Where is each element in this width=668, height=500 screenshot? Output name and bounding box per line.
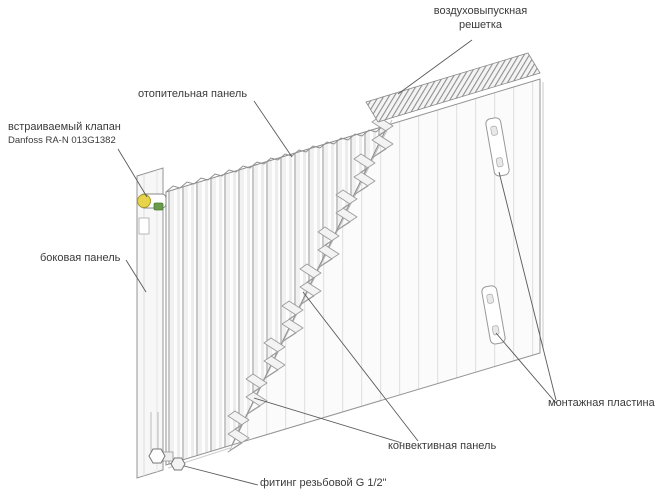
label-heating-panel: отопительная панель <box>138 88 248 100</box>
label-air-grille: воздуховыпускная решетка <box>408 5 553 33</box>
label-mounting-plate: монтажная пластина <box>548 397 655 409</box>
label-valve: встраиваемый клапан Danfoss RA-N 013G138… <box>8 121 121 147</box>
built-in-valve <box>137 193 167 211</box>
label-side-panel: боковая панель <box>40 252 121 264</box>
leader-mounting-upper <box>498 171 557 401</box>
leader-convective-1 <box>302 291 419 442</box>
label-air-grille-line2: решетка <box>458 18 503 31</box>
panel-top-corrugation <box>165 125 391 193</box>
leader-valve <box>117 148 148 198</box>
leader-side-panel <box>125 259 147 293</box>
leader-convective-2 <box>253 397 403 444</box>
label-convective-panel: конвективная панель <box>388 440 497 452</box>
leader-heating-panel <box>253 100 293 158</box>
label-fitting: фитинг резьбовой G 1/2" <box>260 477 387 489</box>
leader-air-grille <box>397 39 473 95</box>
label-valve-line1: встраиваемый клапан <box>8 121 121 133</box>
front-heating-panel <box>165 124 389 466</box>
air-outlet-grille <box>365 52 541 123</box>
leader-fitting <box>183 465 259 486</box>
label-air-grille-line1: воздуховыпускная <box>433 5 528 17</box>
label-valve-line2: Danfoss RA-N 013G1382 <box>8 134 116 146</box>
side-panel <box>136 167 164 479</box>
threaded-fitting <box>148 448 186 471</box>
leader-lines <box>117 39 557 486</box>
mounting-plate-upper <box>485 117 510 177</box>
leader-mounting-lower <box>495 332 557 404</box>
mounting-plate-lower <box>481 285 506 345</box>
